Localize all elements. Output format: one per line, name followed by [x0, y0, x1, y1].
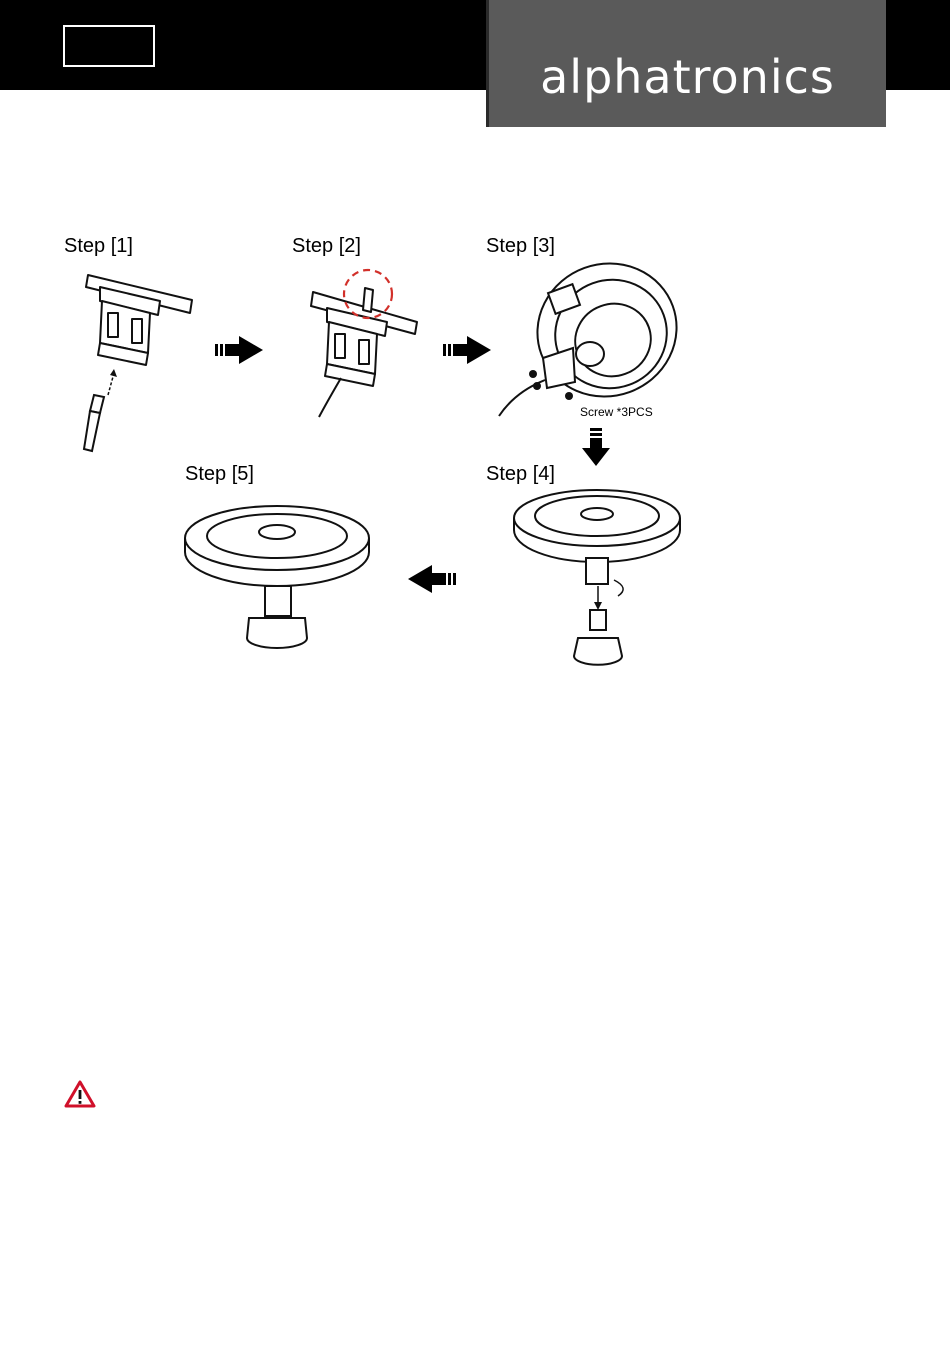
step-4-label: Step [4]	[486, 463, 555, 486]
step-1-label: Step [1]	[64, 235, 133, 258]
step-5-illustration	[183, 498, 373, 658]
page-number-box	[63, 25, 155, 67]
arrow-icon	[582, 428, 610, 468]
step-5-label: Step [5]	[185, 463, 254, 486]
arrow-icon	[215, 336, 265, 364]
step-2-label: Step [2]	[292, 235, 361, 258]
brand-logo-text: alphatronics	[489, 50, 886, 104]
arrow-icon	[443, 336, 493, 364]
step-3-illustration	[495, 262, 685, 422]
step-2-illustration	[305, 262, 425, 422]
brand-panel: alphatronics	[486, 0, 886, 127]
screw-note: Screw *3PCS	[580, 405, 653, 419]
step-3-label: Step [3]	[486, 235, 555, 258]
step-1-illustration	[70, 265, 200, 460]
arrow-icon	[408, 565, 458, 593]
step-4-illustration	[510, 488, 685, 668]
warning-icon	[64, 1080, 96, 1108]
